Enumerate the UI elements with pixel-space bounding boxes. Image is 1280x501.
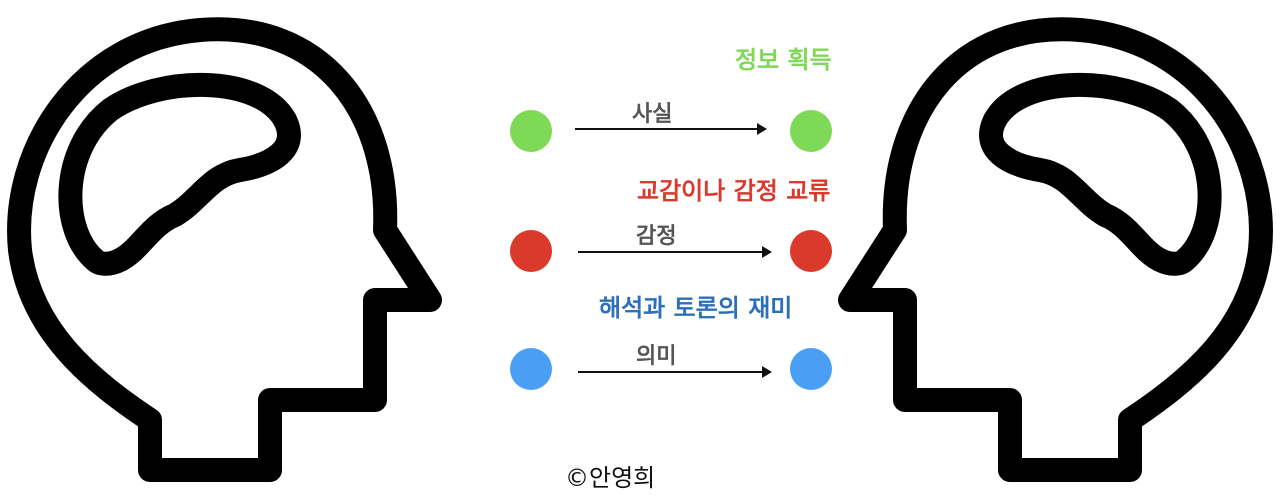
fact-sender-dot (510, 110, 552, 152)
copyright-credit: ©안영희 (565, 464, 656, 492)
meaning-arrow (578, 366, 772, 378)
meaning-label: 의미 (636, 344, 677, 369)
meaning-exchange-title: 해석과 토론의 재미 (599, 294, 793, 322)
left-head-icon (7, 17, 442, 482)
fact-label: 사실 (632, 102, 673, 127)
meaning-receiver-dot (790, 348, 832, 390)
fact-arrow (575, 123, 767, 135)
emotion-sender-dot (510, 230, 552, 272)
emotion-receiver-dot (790, 230, 832, 272)
emotion-arrow (578, 246, 772, 258)
meaning-sender-dot (510, 348, 552, 390)
emotion-exchange-title: 교감이나 감정 교류 (637, 177, 831, 205)
emotion-label: 감정 (636, 224, 677, 249)
right-head-icon (838, 17, 1273, 482)
fact-receiver-dot (790, 110, 832, 152)
fact-exchange-title: 정보 획득 (735, 46, 832, 74)
